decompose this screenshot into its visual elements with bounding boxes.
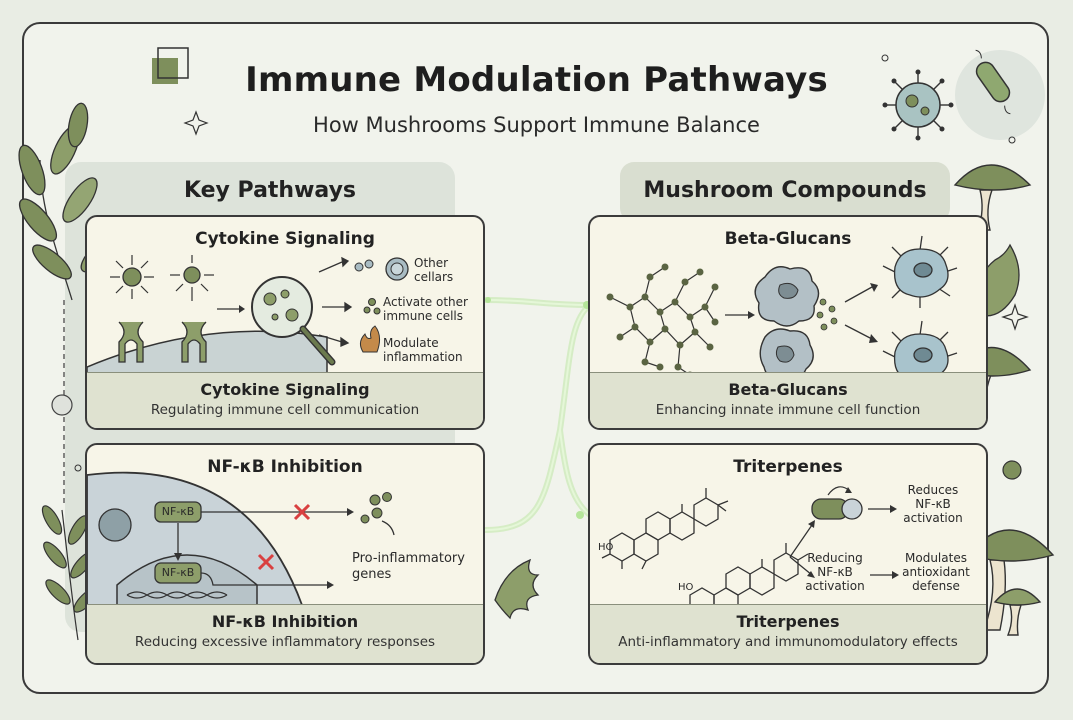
left-section-title: Key Pathways: [183, 178, 357, 203]
triterpenes-card-heading: Triterpenes: [733, 457, 843, 477]
card-triterpenes: Triterpenes HO HO Reduces NF-κB activati…: [588, 443, 988, 665]
cytokine-card-heading: Cytokine Signaling: [195, 229, 375, 249]
label-ho-lower: HO: [678, 582, 694, 593]
page-subtitle: How Mushrooms Support Immune Balance: [313, 113, 760, 137]
label-reduces-nfkb-activation: Reduces NF-κB activation: [903, 483, 963, 525]
label-reducing-nfkb-activation: Reducing NF-κB activation: [805, 551, 865, 593]
card-beta-glucans: Beta-Glucans Beta-Glucans Enhancing inna…: [588, 215, 988, 430]
triterpenes-footer-desc: Anti-inflammatory and immunomodulatory e…: [618, 634, 958, 650]
cytokine-card-footer: Cytokine Signaling Regulating immune cel…: [87, 372, 483, 428]
page-title: Immune Modulation Pathways: [245, 60, 828, 100]
nfkb-footer-desc: Reducing excessive inflammatory response…: [134, 634, 436, 650]
label-other-cellars: Other cellars: [414, 256, 454, 284]
triterpenes-card-footer: Triterpenes Anti-inflammatory and immuno…: [590, 604, 986, 663]
label-ho-upper: HO: [598, 542, 614, 553]
label-activate-immune-cells: Activate other immune cells: [383, 295, 468, 323]
beta-glucans-card-footer: Beta-Glucans Enhancing innate immune cel…: [590, 372, 986, 428]
beta-glucan-illustration: [606, 235, 958, 393]
card-nfkb-inhibition: NF-κB Inhibition NF-κB NF-κB Pro-inflamm…: [85, 443, 485, 665]
beta-glucans-footer-title: Beta-Glucans: [728, 380, 848, 399]
label-nfkb-cytoplasm: NF-κB: [161, 505, 195, 518]
nfkb-footer-title: NF-κB Inhibition: [211, 612, 359, 631]
label-modulates-antioxidant-defense: Modulates antioxidant defense: [902, 551, 970, 593]
beta-glucans-card-heading: Beta-Glucans: [724, 229, 852, 249]
triterpenes-footer-title: Triterpenes: [736, 612, 840, 631]
right-section-title: Mushroom Compounds: [643, 178, 927, 203]
label-pro-inflammatory-genes: Pro-inflammatory genes: [352, 551, 465, 582]
cytokine-footer-title: Cytokine Signaling: [200, 380, 370, 399]
card-cytokine-signaling: Cytokine Signaling Other cellars Activat…: [85, 215, 485, 430]
nfkb-card-heading: NF-κB Inhibition: [207, 457, 363, 477]
label-modulate-inflammation: Modulate inflammation: [383, 336, 463, 364]
cytokine-footer-desc: Regulating immune cell communication: [150, 402, 420, 418]
beta-glucans-footer-desc: Enhancing innate immune cell function: [655, 402, 921, 418]
label-nfkb-nucleus: NF-κB: [161, 566, 195, 579]
nfkb-card-footer: NF-κB Inhibition Reducing excessive infl…: [87, 604, 483, 663]
